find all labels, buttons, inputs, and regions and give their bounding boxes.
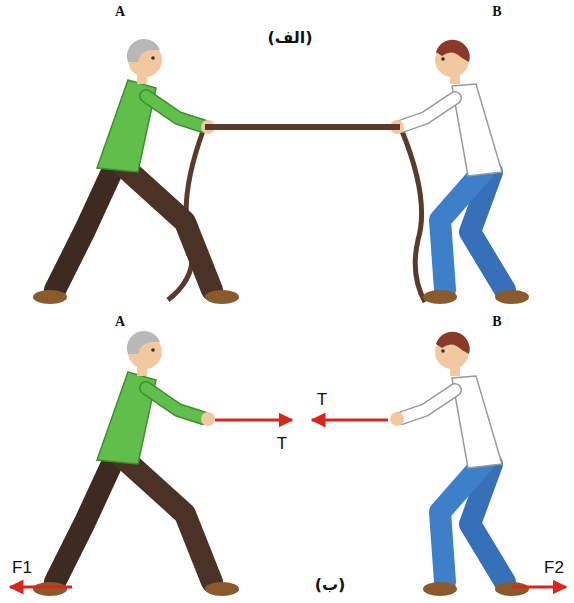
top-panel [33, 39, 529, 304]
person-label: B [492, 4, 501, 19]
person-label: B [492, 314, 501, 329]
rope [205, 124, 400, 130]
person-b [390, 40, 529, 304]
person-label: A [115, 4, 125, 19]
person-label: A [115, 314, 125, 329]
panel-label: (ب) [315, 576, 346, 594]
panel-label: (الف) [267, 29, 312, 47]
tension-arrow [312, 419, 388, 422]
person-a [33, 39, 239, 304]
force-label: T [317, 391, 327, 410]
person-a [33, 331, 239, 596]
force-label: F1 [12, 559, 32, 578]
friction-arrow [10, 586, 72, 589]
tension-arrow [215, 419, 292, 422]
bottom-panel [10, 331, 566, 596]
force-label: T [277, 435, 287, 454]
friction-arrow [512, 586, 566, 589]
person-b [390, 332, 529, 596]
force-label: F2 [544, 559, 564, 578]
